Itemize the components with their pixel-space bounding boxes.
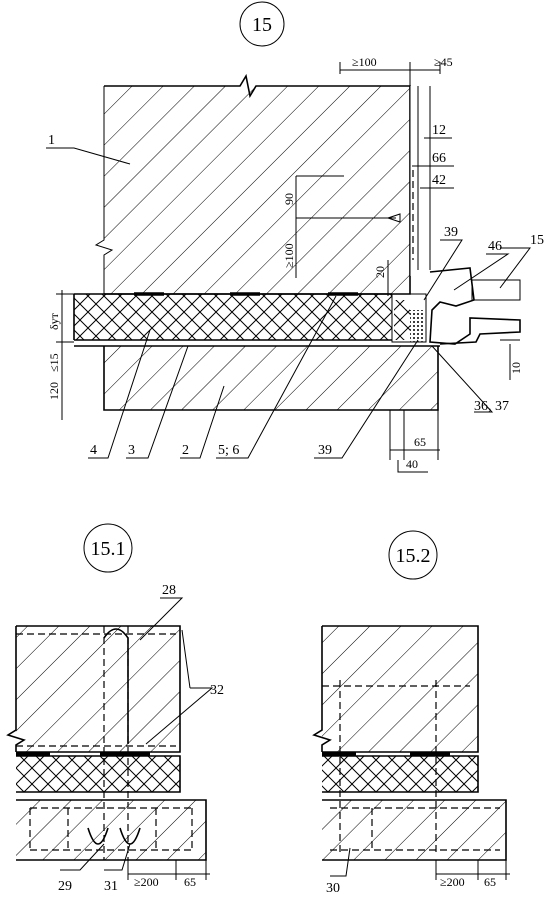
svg-text:≥100: ≥100 xyxy=(282,243,296,268)
label-12: 12 xyxy=(432,123,446,138)
window-profile xyxy=(429,267,521,345)
svg-text:≥200: ≥200 xyxy=(134,875,159,889)
label-36-37: 36, 37 xyxy=(474,399,509,414)
title-circle-main xyxy=(239,1,285,47)
svg-text:65: 65 xyxy=(184,875,196,889)
label-15: 15 xyxy=(530,233,544,248)
svg-text:65: 65 xyxy=(414,435,426,449)
svg-text:120: 120 xyxy=(47,382,61,400)
detail-15-2: 15.2 30 ≥200 65 xyxy=(312,530,510,896)
svg-text:δут: δут xyxy=(47,312,61,330)
upper-wall xyxy=(94,73,431,295)
dimensions-main: ≥100 ≥45 90 ≥100 20 δут ≤15 120 10 65 40 xyxy=(47,55,523,473)
svg-text:65: 65 xyxy=(484,875,496,889)
label-42: 42 xyxy=(432,173,446,188)
main-detail: 15 xyxy=(46,1,544,473)
label-2: 2 xyxy=(182,443,189,458)
label-28: 28 xyxy=(162,583,176,598)
leaders-main: 1 12 66 42 39 46 15 4 3 2 5; 6 39 36, 37 xyxy=(46,123,544,459)
svg-text:40: 40 xyxy=(406,457,418,471)
detail-15-1: 15.1 28 32 29 31 ≥200 65 xyxy=(6,523,224,894)
label-1: 1 xyxy=(48,133,55,148)
label-30: 30 xyxy=(326,881,340,896)
svg-text:20: 20 xyxy=(373,266,387,278)
lower-slab xyxy=(74,345,440,411)
title-circle-15-2 xyxy=(388,530,438,580)
label-39-bottom: 39 xyxy=(318,443,332,458)
label-46: 46 xyxy=(488,239,502,254)
label-39-top: 39 xyxy=(444,225,458,240)
label-29: 29 xyxy=(58,879,72,894)
label-5-6: 5; 6 xyxy=(218,443,239,458)
title-main: 15 xyxy=(252,14,272,36)
svg-text:≥45: ≥45 xyxy=(434,55,453,69)
title-circle-15-1 xyxy=(83,523,133,573)
svg-text:10: 10 xyxy=(509,362,523,374)
svg-text:90: 90 xyxy=(282,193,296,205)
svg-text:≤15: ≤15 xyxy=(47,353,61,372)
label-4: 4 xyxy=(90,443,97,458)
svg-text:≥100: ≥100 xyxy=(352,55,377,69)
label-3: 3 xyxy=(128,443,135,458)
svg-text:≥200: ≥200 xyxy=(440,875,465,889)
label-32: 32 xyxy=(210,683,224,698)
insulation-layer xyxy=(73,292,427,343)
label-66: 66 xyxy=(432,151,446,166)
label-31: 31 xyxy=(104,879,118,894)
title-15-1: 15.1 xyxy=(91,538,126,560)
title-15-2: 15.2 xyxy=(396,545,431,567)
